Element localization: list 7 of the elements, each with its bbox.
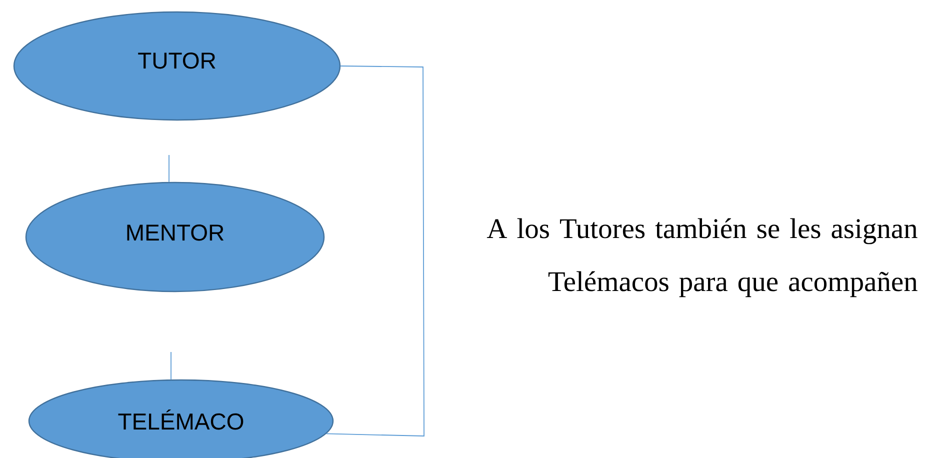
text-paragraph: A los Tutores también se les asignan Telémacos para que acompañen bbox=[486, 218, 918, 298]
ellipse-node: TUTOR bbox=[13, 11, 341, 121]
ellipse-node: TELÉMACO bbox=[28, 379, 334, 458]
connector-line bbox=[326, 66, 424, 436]
ellipse-node: MENTOR bbox=[25, 182, 325, 292]
connector-line bbox=[168, 154, 170, 182]
connector-line bbox=[170, 352, 172, 380]
